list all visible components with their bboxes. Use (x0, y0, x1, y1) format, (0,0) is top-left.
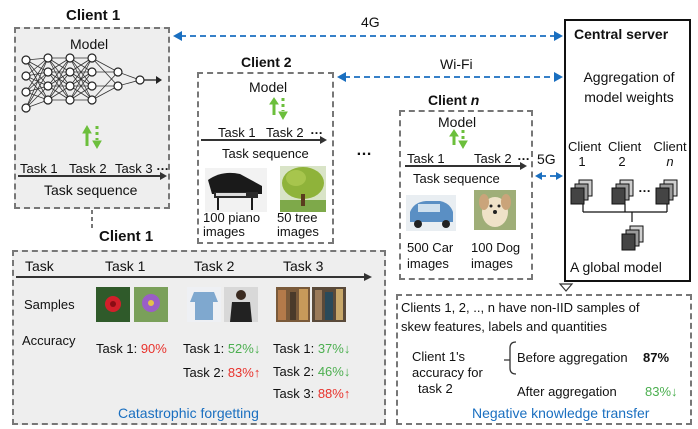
transfer-acc-line3: task 2 (418, 381, 453, 396)
forget-header-task2: Task 2 (194, 258, 235, 274)
transfer-after-value: 83%↓ (645, 384, 678, 399)
forget-samples-label: Samples (24, 297, 75, 312)
clientn-title-prefix: Client (428, 92, 471, 108)
client2-task-2: Task 2 (266, 125, 304, 140)
server-title: Central server (574, 26, 669, 42)
transfer-acc-line2: accuracy for (412, 365, 483, 380)
acc-value: 52%↓ (227, 341, 261, 356)
clientn-task-2: Task 2 (474, 151, 512, 166)
client2-model-label: Model (249, 79, 288, 95)
client1-task-2: Task 2 (69, 161, 107, 176)
forget-header-task3: Task 3 (283, 258, 324, 274)
transfer-caption: Negative knowledge transfer (472, 405, 650, 421)
client1-task-1: Task 1 (20, 161, 58, 176)
clientn-img2-caption: 100 Dog images (471, 240, 521, 271)
clientn-img1-caption: 500 Car images (407, 240, 454, 271)
acc-label: Task 2: (183, 365, 225, 380)
client2-task-sequence: Task sequence (222, 146, 309, 161)
client1-title: Client 1 (66, 7, 121, 24)
acc-value: 46%↓ (317, 364, 351, 379)
clientn-task-sequence: Task sequence (413, 171, 500, 186)
transfer-desc-line2: skew features, labels and quantities (401, 319, 607, 334)
acc-label: Task 1: (183, 341, 225, 356)
forget-accuracy-label: Accuracy (22, 333, 76, 348)
server-client2-label: Client 2 (608, 139, 642, 169)
clientn-model-label: Model (438, 114, 477, 130)
forget-col2-row1: Task 1: 52%↓ (183, 341, 260, 356)
server-client1-label: Client 1 (568, 139, 602, 169)
client2-title: Client 2 (241, 54, 292, 70)
forget-client-title: Client 1 (99, 228, 154, 245)
forget-col2-row2: Task 2: 83%↑ (183, 365, 260, 380)
link-4g-label: 4G (361, 14, 380, 30)
forget-col3-row1: Task 1: 37%↓ (273, 341, 350, 356)
transfer-panel (396, 294, 692, 425)
clientn-title-n: n (470, 92, 480, 108)
forget-header-task1: Task 1 (105, 258, 146, 274)
link-5g-label: 5G (537, 151, 556, 167)
clientn-task-1: Task 1 (407, 151, 445, 166)
forget-panel (12, 250, 386, 425)
transfer-before-value: 87% (643, 350, 670, 365)
client1-task-sequence: Task sequence (44, 182, 138, 198)
client1-model-label: Model (70, 36, 109, 52)
acc-label: Task 1: (273, 341, 315, 356)
forget-caption: Catastrophic forgetting (118, 405, 259, 421)
acc-value: 90% (140, 341, 167, 356)
acc-value: 88%↑ (317, 386, 351, 401)
transfer-acc-line1: Client 1's (412, 349, 466, 364)
client2-task-1: Task 1 (218, 125, 256, 140)
forget-col3-row2: Task 2: 46%↓ (273, 364, 350, 379)
acc-label: Task 3: (273, 386, 315, 401)
client1-task-ellipsis: … (156, 158, 169, 173)
central-server-box (564, 19, 691, 282)
clientn-title: Client n (428, 92, 479, 108)
forget-col3-row3: Task 3: 88%↑ (273, 386, 350, 401)
clientn-box (399, 110, 533, 280)
server-clientn-prefix: Client (653, 139, 687, 154)
server-aggregation-text: Aggregation of model weights (583, 69, 675, 105)
acc-label: Task 1: (96, 341, 138, 356)
forget-col1-row1: Task 1: 90% (96, 341, 167, 356)
acc-value: 83%↑ (227, 365, 261, 380)
server-dots: … (638, 180, 651, 195)
client1-task-3: Task 3 (115, 161, 153, 176)
server-clientn-n: n (666, 154, 674, 169)
transfer-before-label: Before aggregation (517, 350, 628, 365)
acc-label: Task 2: (273, 364, 315, 379)
acc-value: 37%↓ (317, 341, 351, 356)
clientn-task-ellipsis: … (517, 148, 530, 163)
client2-img2-caption: 50 tree images (277, 210, 319, 239)
clients-ellipsis: … (356, 142, 372, 159)
server-global-model: A global model (570, 259, 662, 275)
client2-box (197, 72, 334, 244)
transfer-after-label: After aggregation (517, 384, 617, 399)
client2-img1-caption: 100 piano images (203, 210, 261, 239)
forget-header-task: Task (25, 258, 54, 274)
client2-task-ellipsis: … (310, 122, 323, 137)
transfer-desc-line1: Clients 1, 2, .., n have non-IID samples… (401, 300, 640, 315)
link-wifi-label: Wi-Fi (440, 56, 473, 72)
